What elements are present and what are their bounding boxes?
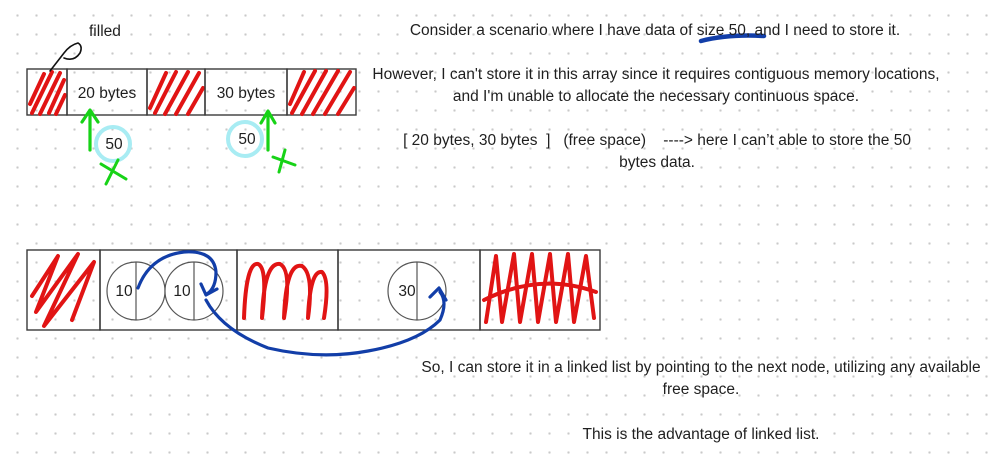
node-value-3: 30 bbox=[398, 283, 416, 300]
top-filled-cell-3 bbox=[286, 68, 357, 116]
scribble-fill-6b bbox=[482, 281, 598, 302]
node-value-1: 10 bbox=[115, 283, 133, 300]
bottom-array: 10 10 30 bbox=[26, 249, 601, 331]
scribble-fill-1 bbox=[28, 70, 67, 116]
note-solution: So, I can store it in a linked list by p… bbox=[421, 359, 981, 398]
scribble-fill-5 bbox=[242, 262, 329, 320]
note-scenario: Consider a scenario where I have data of… bbox=[409, 22, 901, 39]
attempt-label-1: 50 bbox=[105, 136, 123, 153]
attempt-label-2: 50 bbox=[238, 131, 256, 148]
size-50-underline bbox=[698, 33, 767, 44]
pointer-arrowhead-1 bbox=[199, 282, 219, 297]
note-example: [ 20 bytes, 30 bytes ] (free space) ----… bbox=[366, 130, 948, 174]
pointer-arrowhead-2 bbox=[428, 286, 448, 302]
green-up-arrow-2 bbox=[259, 109, 277, 152]
attempt-circle-1 bbox=[94, 125, 132, 163]
note-problem: However, I can't store it in this array … bbox=[372, 66, 940, 105]
green-cross-2 bbox=[271, 148, 297, 174]
node-value-2: 10 bbox=[173, 283, 191, 300]
filled-pointer-arrow bbox=[49, 42, 82, 72]
attempt-circle-2 bbox=[226, 120, 264, 158]
list-node-3: 30 bbox=[387, 261, 447, 321]
note-example-line-1: [ 20 bytes, 30 bytes ] (free space) ----… bbox=[403, 132, 911, 149]
top-array: 20 bytes 30 bytes bbox=[26, 68, 357, 116]
scribble-fill-4 bbox=[30, 252, 96, 328]
green-up-arrow-1 bbox=[80, 108, 100, 152]
attempt-50-in-30: 50 bbox=[226, 109, 297, 174]
note-advantage: This is the advantage of linked list. bbox=[582, 426, 820, 443]
scribble-fill-3 bbox=[288, 69, 356, 116]
scribble-fill-2 bbox=[148, 70, 205, 116]
filled-label: filled bbox=[89, 23, 121, 40]
green-cross-1 bbox=[99, 158, 128, 186]
bottom-filled-cell-3 bbox=[479, 249, 601, 331]
note-example-line-2: bytes data. bbox=[619, 154, 695, 171]
scribble-fill-6 bbox=[484, 252, 596, 324]
top-cell-label-30: 30 bytes bbox=[217, 85, 276, 102]
pointer-node1-to-node2 bbox=[136, 250, 218, 296]
attempt-50-in-20: 50 bbox=[80, 108, 132, 186]
list-node-1: 10 bbox=[106, 261, 166, 321]
pointer-node2-to-node3 bbox=[204, 290, 446, 357]
top-cell-label-20: 20 bytes bbox=[78, 85, 137, 102]
